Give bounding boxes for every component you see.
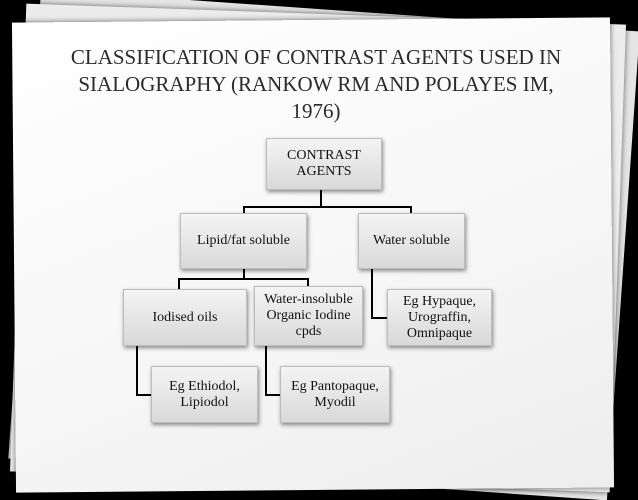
connector-level2-bar: [178, 278, 309, 280]
connector-iodised-horizontal: [136, 394, 152, 396]
node-eg-pantopaque: Eg Pantopaque, Myodil: [280, 366, 390, 423]
connector-water-horizontal: [371, 317, 388, 319]
connector-insoluble-horizontal: [265, 394, 281, 396]
node-iodised-oils: Iodised oils: [123, 289, 247, 346]
node-contrast-agents: CONTRAST AGENTS: [266, 138, 382, 190]
connector-insoluble-vertical: [265, 345, 267, 396]
node-eg-ethiodol: Eg Ethiodol, Lipiodol: [151, 366, 258, 423]
connector-level1-bar: [243, 206, 412, 208]
node-eg-hypaque: Eg Hypaque, Urograffin, Omnipaque: [387, 289, 492, 346]
connector-to-water: [410, 206, 412, 214]
connector-to-lipid: [243, 206, 245, 214]
connector-iodised-vertical: [136, 345, 138, 396]
connector-to-insoluble: [307, 278, 309, 286]
slide-title: CLASSIFICATION OF CONTRAST AGENTS USED I…: [70, 45, 562, 123]
connector-water-vertical: [371, 268, 373, 319]
node-water-soluble: Water soluble: [358, 213, 465, 269]
connector-root-down: [320, 188, 322, 208]
connector-to-iodised: [178, 278, 180, 290]
node-lipid-soluble: Lipid/fat soluble: [180, 213, 307, 269]
connector-lipid-down: [243, 268, 245, 280]
node-water-insoluble: Water-insoluble Organic Iodine cpds: [254, 286, 363, 346]
